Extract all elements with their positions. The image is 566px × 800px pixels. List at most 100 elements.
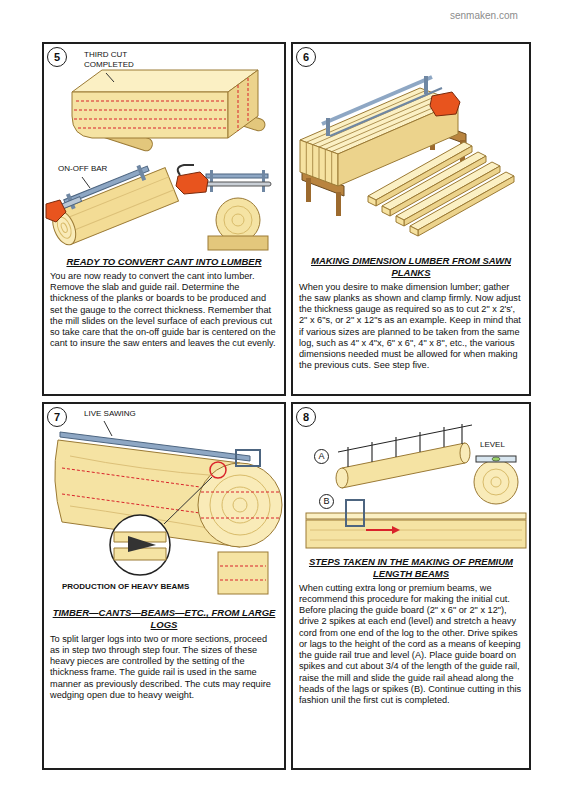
step-number-text: 5 [54,52,60,63]
callout-label: THIRD CUT COMPLETED [84,50,144,69]
spikes [347,447,348,467]
callout-label: LIVE SAWING [84,409,136,419]
cant-on-supports [72,92,228,138]
spikes [371,442,372,462]
plank-seams [325,97,445,149]
plank-seams [325,149,326,181]
spikes [461,424,462,444]
large-log-live-sawing [210,475,270,535]
step-text: STEPS TAKEN IN THE MAKING OF PREMIUM LEN… [299,556,523,706]
watermark: senmaken.com [450,10,518,22]
chainsaw-mill-end-view [178,165,194,175]
plank-seams [319,95,439,147]
chainsaw-mill-end-view [205,182,271,186]
step-number-text: 6 [303,52,309,63]
step-panel: MAKING DIMENSION LUMBER FROM SAWN PLANKS… [291,42,531,396]
cant-on-supports [72,70,266,152]
step-text: MAKING DIMENSION LUMBER FROM SAWN PLANKS… [299,255,523,372]
spikes [395,437,396,457]
cut-lines [248,78,249,123]
step-body: You are now ready to convert the cant in… [50,271,278,350]
log-with-mill [61,197,81,209]
chainsaw-mill-end-view [208,236,268,250]
step-heading: MAKING DIMENSION LUMBER FROM SAWN PLANKS [299,255,523,279]
chainsaw-mill-end-view [176,165,271,250]
premium-beam-setup [392,526,400,534]
log-with-mill [74,190,174,230]
plank-seams [319,147,320,179]
callout-label: ON-OFF BAR [58,164,107,174]
step-heading: READY TO CONVERT CANT INTO LUMBER [50,256,278,268]
chainsaw [46,200,66,222]
stacked-planks [306,178,311,202]
step-panel: STEPS TAKEN IN THE MAKING OF PREMIUM LEN… [291,402,531,770]
chainsaw-mill-end-view [210,170,213,192]
step-body: When you desire to make dimension lumber… [299,282,523,372]
step-panel: READY TO CONVERT CANT INTO LUMBER You are… [42,42,286,396]
dimension-lumber [368,142,514,236]
premium-beam-setup [346,500,364,526]
step-number-text: 8 [303,412,309,423]
stacked-planks [322,77,432,124]
premium-beam-setup [491,477,501,487]
step-number: 6 [296,47,316,67]
premium-beam-setup [306,513,526,519]
large-log-live-sawing [70,456,220,476]
cut-lines [76,101,226,102]
stacked-planks [424,76,428,94]
large-log-live-sawing [210,462,226,478]
large-log-live-sawing [198,463,282,547]
large-log-live-sawing [218,552,268,594]
stacked-planks [430,92,460,116]
callout-label: LEVEL [480,440,505,450]
stacked-planks [336,192,341,216]
step-heading: TIMBER—CANTS—BEAMS—ETC., FROM LARGE LOGS [50,607,278,631]
premium-beam-setup [474,460,518,504]
cut-lines [74,78,248,131]
step-number: 8 [296,407,316,427]
log-with-mill [44,156,179,248]
premium-beam-setup [476,456,516,462]
premium-beam-setup [338,425,472,452]
leader-line [106,73,114,82]
chainsaw-mill-end-view [216,198,260,242]
plank-seams [331,152,332,184]
large-log-live-sawing [236,450,260,466]
large-log-live-sawing [220,566,266,567]
large-log-live-sawing [114,548,166,560]
reference-letter: B [323,497,329,506]
plank-seams [312,145,313,177]
lumber-board [410,172,514,236]
premium-beam-setup [483,469,509,495]
plank-seams [306,90,426,142]
cut-lines [74,110,226,111]
premium-beam-setup [336,468,348,488]
premium-beam-setup [366,529,392,531]
premium-beam-setup [492,457,500,461]
stacked-planks [326,118,330,136]
spikes [443,427,444,447]
step-text: READY TO CONVERT CANT INTO LUMBER You are… [50,256,278,349]
cant-on-supports [72,70,258,92]
premium-beam-setup [306,424,526,548]
step-number: 7 [47,407,67,427]
large-log-live-sawing [128,536,156,552]
log-with-mill [136,165,146,181]
step-body: To split larger logs into two or more se… [50,634,278,701]
plank-seams [306,142,307,174]
step-text: TIMBER—CANTS—BEAMS—ETC., FROM LARGE LOGS… [50,607,278,701]
chainsaw-mill-end-view [262,170,265,192]
chainsaw-mill-end-view [224,206,252,234]
reference-circle: A [314,449,329,464]
large-log-live-sawing [164,477,212,524]
chainsaw-mill-end-view [232,214,244,226]
chainsaw-mill-end-view [206,174,268,178]
premium-beam-setup [310,540,522,541]
spikes [419,432,420,452]
step-number-text: 7 [54,412,60,423]
chainsaw-mill-end-view [176,172,208,194]
stacked-planks [330,88,442,136]
large-log-live-sawing [110,515,170,575]
premium-beam-setup [310,530,522,531]
step-number: 5 [47,47,67,67]
